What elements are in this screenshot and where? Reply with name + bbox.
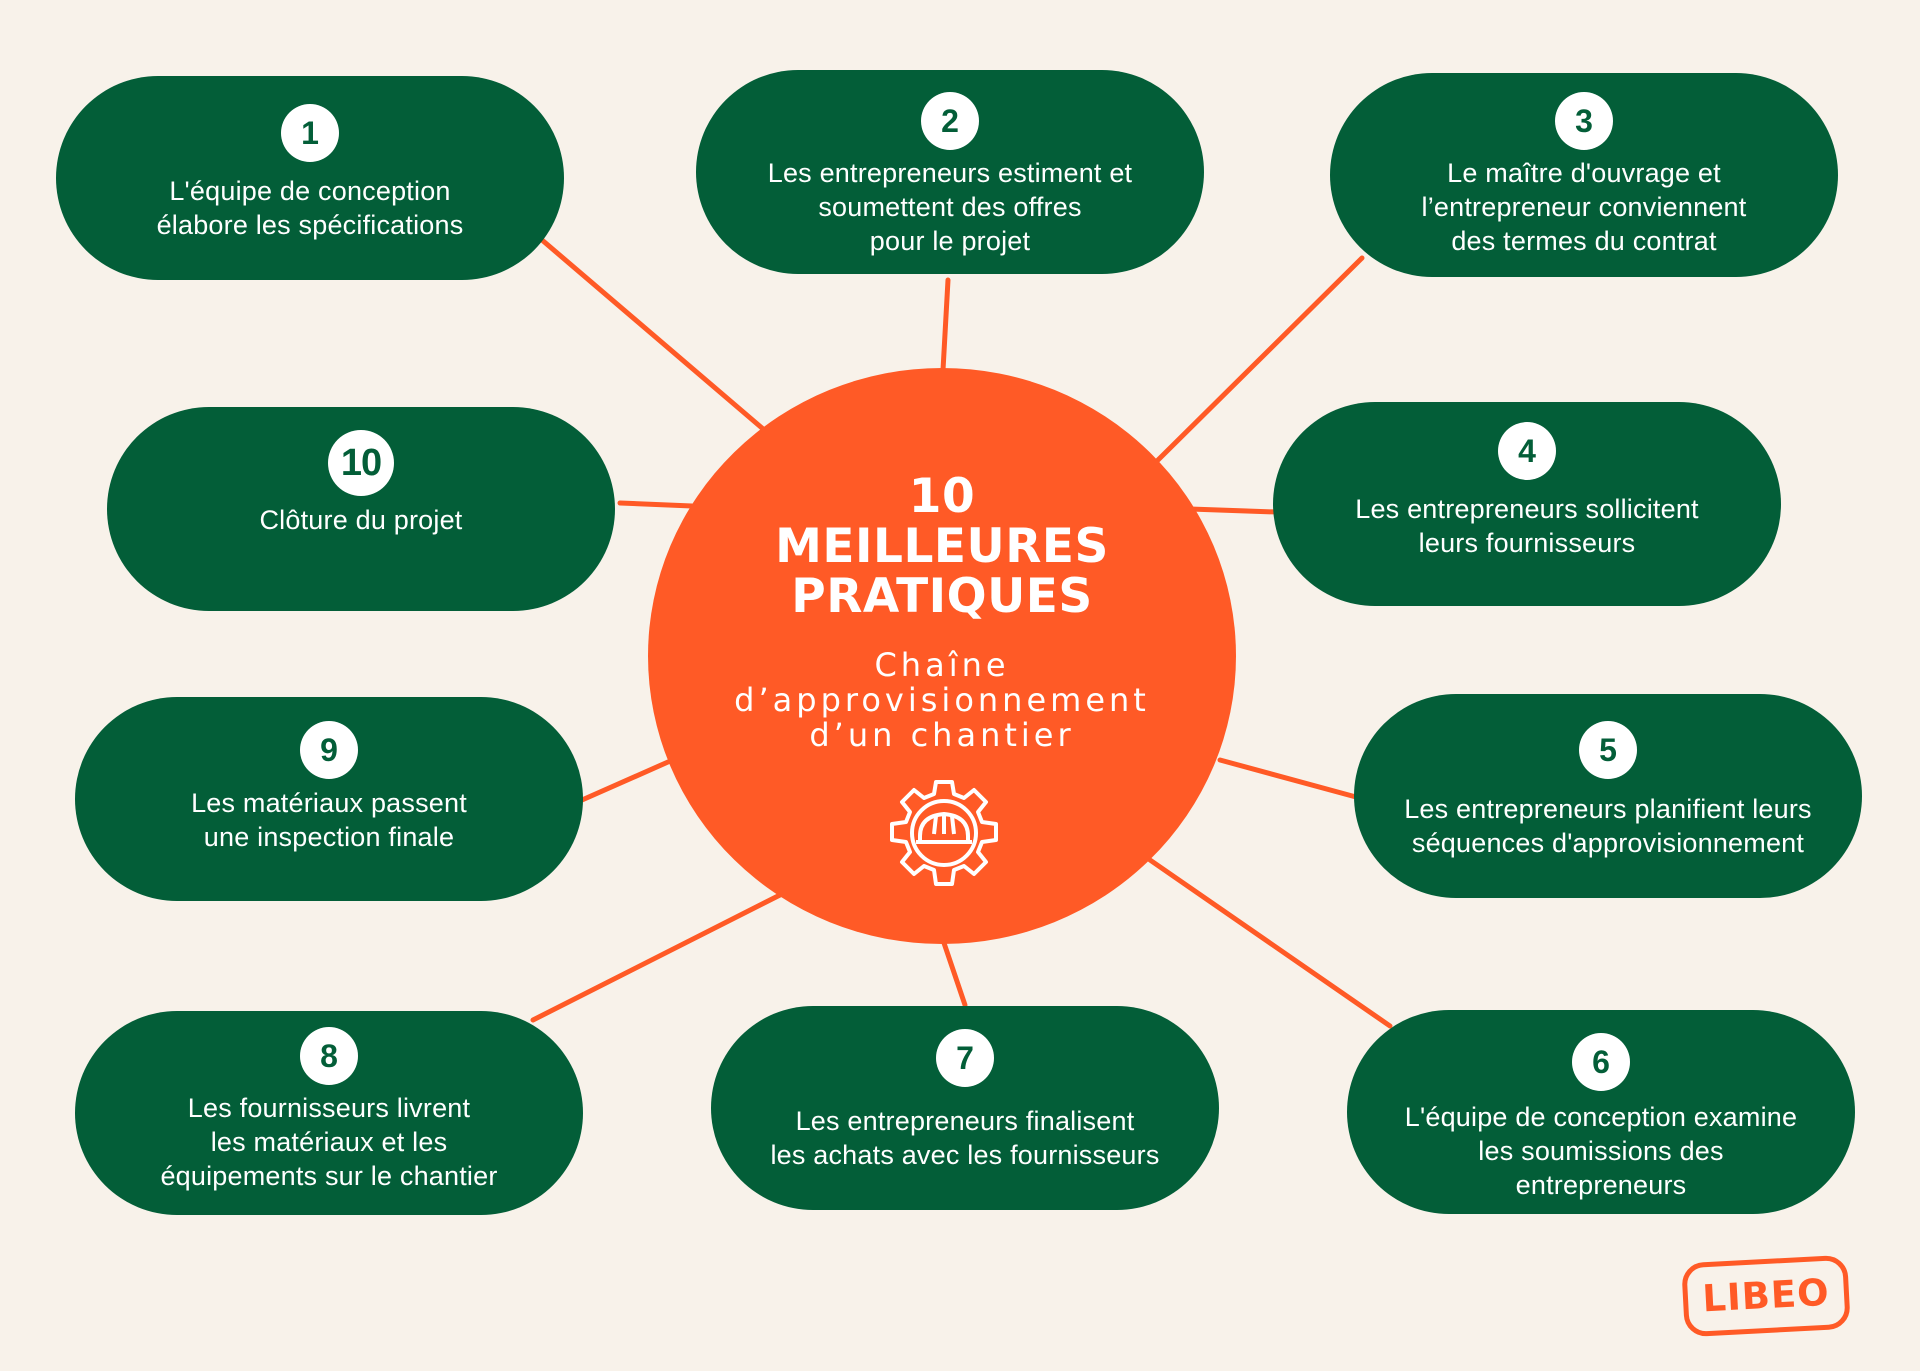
step-8: 8 Les fournisseurs livrent les matériaux… bbox=[75, 1011, 583, 1215]
step-description: Les entrepreneurs planifient leurs séque… bbox=[1366, 792, 1850, 860]
step-1: 1 L'équipe de conception élabore les spé… bbox=[56, 76, 564, 280]
step-line: une inspection finale bbox=[203, 822, 455, 852]
center-subtitle-line: Chaîne bbox=[874, 646, 1010, 684]
step-line: pour le projet bbox=[869, 226, 1031, 256]
step-line: soumettent des offres bbox=[818, 192, 1082, 222]
step-9: 9 Les matériaux passent une inspection f… bbox=[75, 697, 583, 901]
gear-hard-hat-icon bbox=[890, 780, 998, 886]
step-number-badge: 9 bbox=[300, 721, 358, 779]
step-number-badge: 2 bbox=[921, 92, 979, 150]
step-line: Les entrepreneurs sollicitent bbox=[1355, 494, 1699, 524]
step-line: des termes du contrat bbox=[1451, 226, 1717, 256]
step-number-badge: 4 bbox=[1498, 422, 1556, 480]
step-4: 4 Les entrepreneurs sollicitent leurs fo… bbox=[1273, 402, 1781, 606]
libeo-logo: LIBEO bbox=[1681, 1254, 1851, 1338]
connector-6 bbox=[1147, 857, 1393, 1029]
center-title: 10 MEILLEURES PRATIQUES bbox=[648, 472, 1236, 622]
center-title-line: 10 bbox=[908, 469, 976, 524]
step-number-badge: 7 bbox=[936, 1029, 994, 1087]
connector-9 bbox=[579, 759, 671, 803]
step-7: 7 Les entrepreneurs finalisent les achat… bbox=[711, 1006, 1219, 1210]
step-number-badge: 10 bbox=[328, 430, 394, 496]
step-line: séquences d'approvisionnement bbox=[1411, 828, 1805, 858]
step-description: Les matériaux passent une inspection fin… bbox=[97, 786, 561, 854]
step-description: Le maître d'ouvrage et l’entrepreneur co… bbox=[1352, 156, 1816, 258]
step-description: L'équipe de conception examine les soumi… bbox=[1369, 1100, 1833, 1202]
step-line: Les entrepreneurs planifient leurs bbox=[1404, 794, 1812, 824]
step-line: Clôture du projet bbox=[259, 505, 463, 535]
step-line: élabore les spécifications bbox=[156, 210, 464, 240]
step-number-badge: 1 bbox=[281, 104, 339, 162]
step-line: Les fournisseurs livrent bbox=[187, 1093, 471, 1123]
step-2: 2 Les entrepreneurs estiment et soumette… bbox=[696, 70, 1204, 274]
step-description: Les entrepreneurs finalisent les achats … bbox=[733, 1104, 1197, 1172]
connector-8 bbox=[530, 892, 783, 1023]
step-number-badge: 6 bbox=[1572, 1033, 1630, 1091]
center-title-line: MEILLEURES bbox=[775, 519, 1109, 574]
step-line: Les entrepreneurs estiment et bbox=[767, 158, 1133, 188]
step-line: entrepreneurs bbox=[1515, 1170, 1687, 1200]
step-description: Les fournisseurs livrent les matériaux e… bbox=[97, 1091, 561, 1193]
step-line: Les entrepreneurs finalisent bbox=[795, 1106, 1135, 1136]
step-description: L'équipe de conception élabore les spéci… bbox=[78, 174, 542, 242]
center-subtitle: Chaîne d’approvisionnement d’un chantier bbox=[648, 648, 1236, 753]
step-5: 5 Les entrepreneurs planifient leurs séq… bbox=[1354, 694, 1862, 898]
center-subtitle-line: d’approvisionnement bbox=[734, 681, 1150, 719]
step-6: 6 L'équipe de conception examine les sou… bbox=[1347, 1010, 1855, 1214]
step-line: l’entrepreneur conviennent bbox=[1421, 192, 1747, 222]
step-number-badge: 5 bbox=[1579, 721, 1637, 779]
connector-3 bbox=[1155, 255, 1365, 463]
connector-5 bbox=[1217, 757, 1359, 800]
step-description: Clôture du projet bbox=[129, 503, 593, 537]
step-10: 10 Clôture du projet bbox=[107, 407, 615, 611]
center-subtitle-line: d’un chantier bbox=[809, 716, 1075, 754]
step-line: leurs fournisseurs bbox=[1418, 528, 1636, 558]
step-line: les matériaux et les bbox=[210, 1127, 448, 1157]
step-line: les achats avec les fournisseurs bbox=[770, 1140, 1160, 1170]
step-description: Les entrepreneurs sollicitent leurs four… bbox=[1295, 492, 1759, 560]
step-3: 3 Le maître d'ouvrage et l’entrepreneur … bbox=[1330, 73, 1838, 277]
connector-1 bbox=[539, 237, 765, 431]
step-number-badge: 8 bbox=[300, 1027, 358, 1085]
step-line: L'équipe de conception bbox=[169, 176, 451, 206]
connector-4 bbox=[1187, 506, 1279, 515]
step-description: Les entrepreneurs estiment et soumettent… bbox=[718, 156, 1182, 258]
step-line: équipements sur le chantier bbox=[160, 1161, 498, 1191]
step-line: Le maître d'ouvrage et bbox=[1447, 158, 1721, 188]
center-title-line: PRATIQUES bbox=[791, 569, 1093, 624]
connector-2 bbox=[940, 277, 951, 373]
step-line: L'équipe de conception examine bbox=[1404, 1102, 1798, 1132]
step-line: les soumissions des bbox=[1478, 1136, 1724, 1166]
step-line: Les matériaux passent bbox=[191, 788, 467, 818]
connector-7 bbox=[941, 940, 968, 1008]
center-circle: 10 MEILLEURES PRATIQUES Chaîne d’approvi… bbox=[648, 368, 1236, 944]
connector-10 bbox=[617, 500, 695, 509]
step-number-badge: 3 bbox=[1555, 92, 1613, 150]
